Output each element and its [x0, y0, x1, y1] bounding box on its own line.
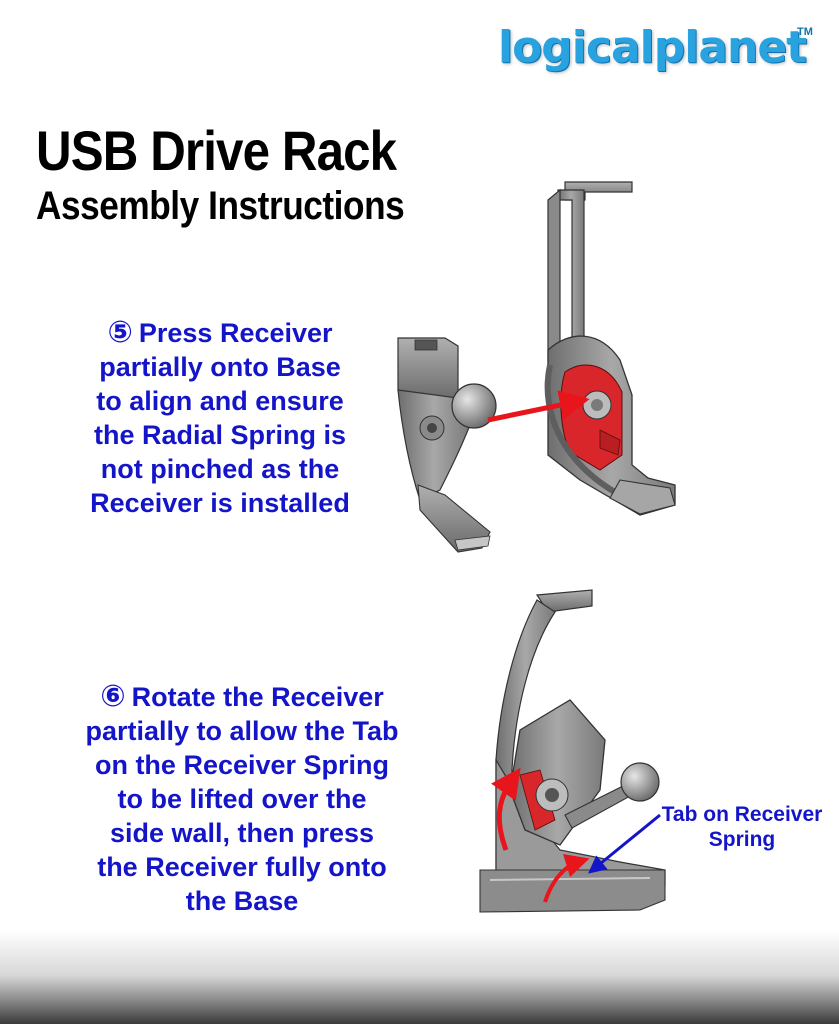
- step-6-line-4: to be lifted over the: [117, 784, 367, 814]
- tab-callout-line-2: Spring: [708, 828, 776, 851]
- step-6-line-7: the Base: [185, 886, 299, 916]
- step-5-insert-arrow: [487, 390, 590, 423]
- step-5-line-4: the Radial Spring is: [93, 420, 347, 450]
- tab-callout-line-1: Tab on Receiver: [661, 803, 823, 826]
- step-6-line-6: the Receiver fully onto: [97, 852, 387, 882]
- step-5-line-5: not pinched as the: [100, 454, 340, 484]
- step-6-line-3: on the Receiver Spring: [94, 750, 390, 780]
- logo-text: logicalplanet: [498, 22, 807, 73]
- step-5-number: ⑤: [107, 315, 133, 350]
- step-5-line-2: partially onto Base: [99, 352, 341, 382]
- tab-callout-label: Tab on Receiver Spring: [652, 802, 832, 852]
- step-5-line-1-text: Press Receiver: [138, 318, 333, 348]
- step-6-number: ⑥: [100, 679, 126, 714]
- step-6-line-2: partially to allow the Tab: [85, 716, 399, 746]
- step-5-line-6: Receiver is installed: [90, 488, 350, 518]
- step-6-assembly-part: [479, 589, 666, 913]
- step-5-line-3: to align and ensure: [96, 386, 344, 416]
- tab-callout-pointer: [588, 813, 661, 874]
- page-title: USB Drive Rack: [36, 119, 397, 182]
- step-6-line-1-text: Rotate the Receiver: [131, 682, 384, 712]
- step-6-line-5: side wall, then press: [109, 818, 375, 848]
- page-subtitle: Assembly Instructions: [36, 184, 405, 228]
- step-5-receiver-part: [397, 337, 497, 553]
- trademark-mark: TM: [797, 26, 813, 38]
- step-5-base-part: [544, 181, 676, 516]
